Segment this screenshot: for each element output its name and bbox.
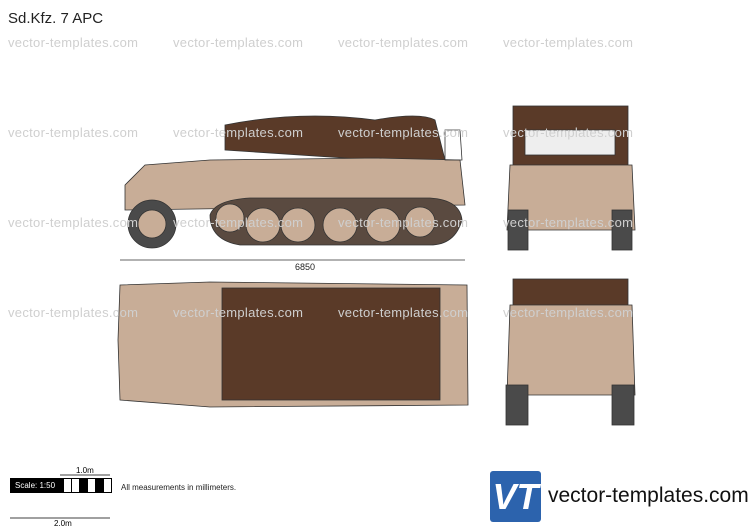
page-title: Sd.Kfz. 7 APC <box>8 10 104 27</box>
scale-short: 1.0m <box>76 466 94 475</box>
rear-view <box>505 278 636 426</box>
watermark: vector-templates.com <box>173 305 304 320</box>
watermark: vector-templates.com <box>173 35 304 50</box>
scale-bar: Scale: 1:50 <box>10 478 112 493</box>
watermark: vector-templates.com <box>503 35 634 50</box>
watermark: vector-templates.com <box>8 35 139 50</box>
watermark: vector-templates.com <box>503 305 634 320</box>
watermark: vector-templates.com <box>8 125 139 140</box>
scale-label: Scale: 1:50 <box>11 479 63 492</box>
watermark: vector-templates.com <box>503 125 634 140</box>
watermark: vector-templates.com <box>503 215 634 230</box>
watermark: vector-templates.com <box>338 125 469 140</box>
front-view <box>506 105 636 251</box>
watermark: vector-templates.com <box>338 305 469 320</box>
site-name[interactable]: vector-templates.com <box>548 484 749 507</box>
watermark: vector-templates.com <box>338 215 469 230</box>
watermark: vector-templates.com <box>173 125 304 140</box>
logo-icon: VT <box>490 471 541 522</box>
measurement-note: All measurements in millimeters. <box>121 483 237 492</box>
watermark: vector-templates.com <box>173 215 304 230</box>
scale-long: 2.0m <box>54 519 72 528</box>
side-view <box>120 115 466 261</box>
top-view <box>117 281 469 408</box>
watermark: vector-templates.com <box>8 215 139 230</box>
watermark: vector-templates.com <box>338 35 469 50</box>
length-dimension: 6850 <box>293 262 318 272</box>
watermark: vector-templates.com <box>8 305 139 320</box>
